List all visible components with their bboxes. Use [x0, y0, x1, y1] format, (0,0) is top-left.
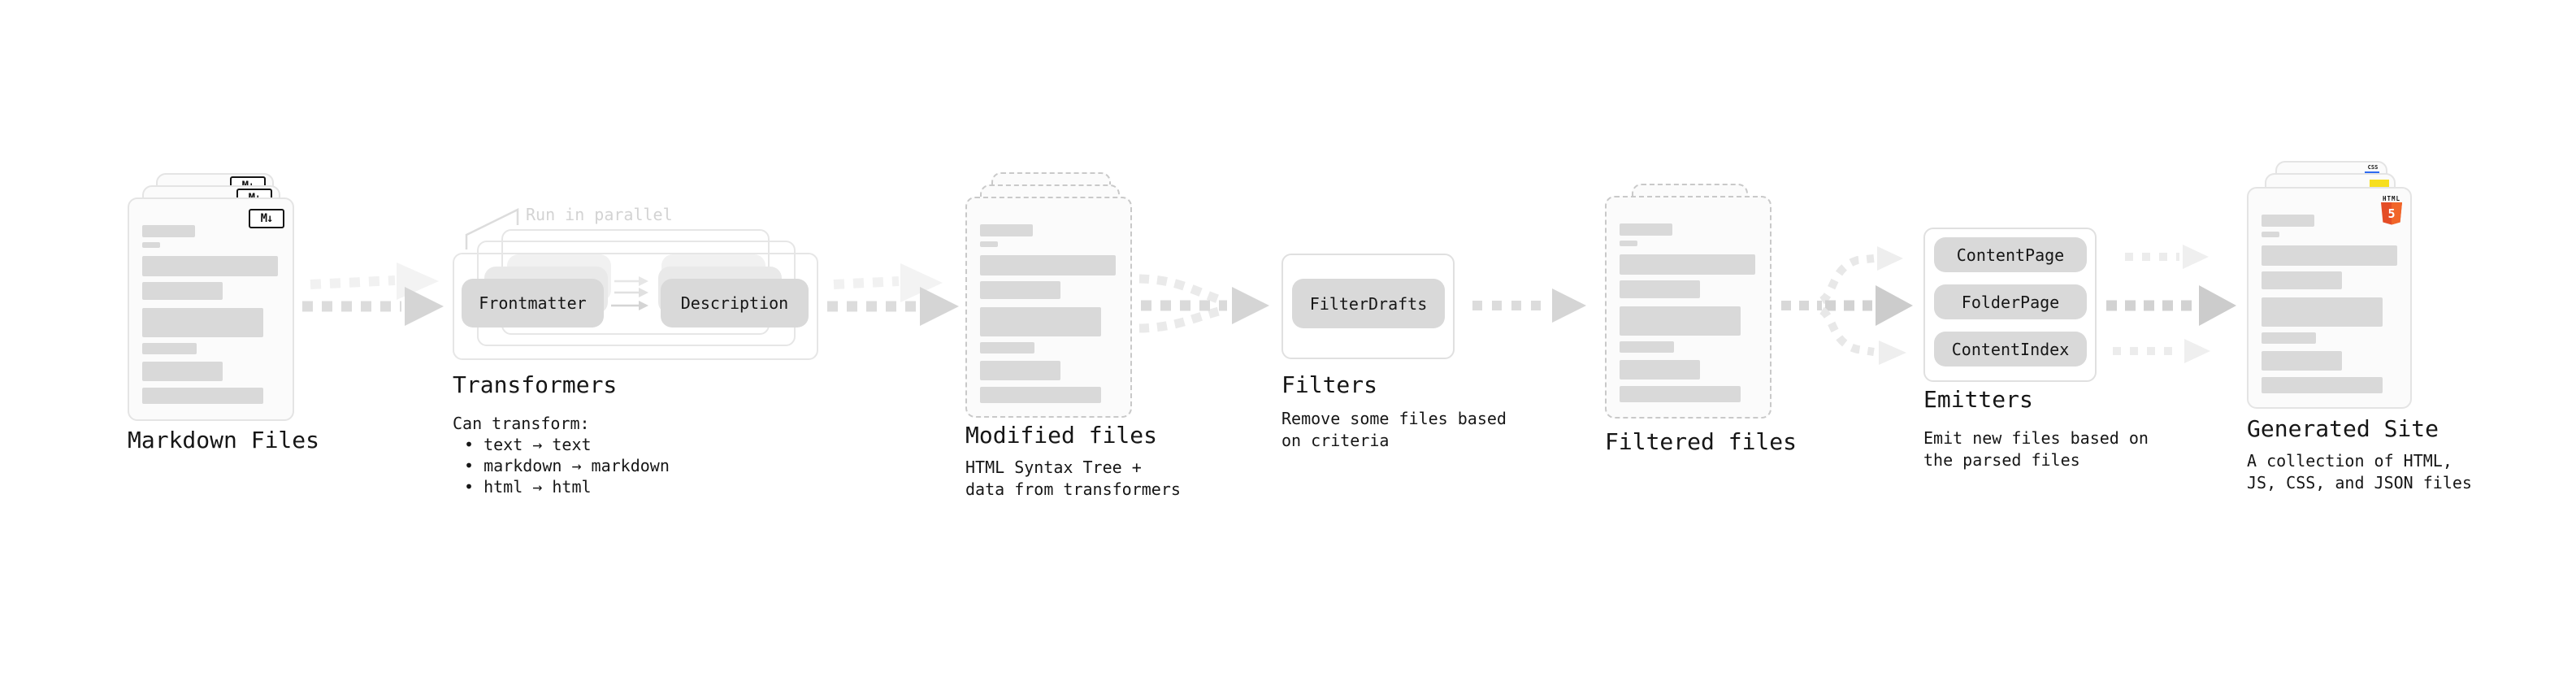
generated-site-label: Generated Site	[2247, 415, 2439, 442]
filterdrafts-pill: FilterDrafts	[1292, 279, 1445, 328]
filters-note: Remove some files based on criteria	[1281, 409, 1507, 450]
emitters-note: Emit new files based on the parsed files	[1923, 428, 2149, 470]
text-placeholder-bar	[980, 342, 1034, 354]
transformers-bullet: • html → html	[464, 477, 592, 497]
text-placeholder-bar	[1620, 306, 1741, 336]
transformers-note-title: Can transform:	[453, 414, 590, 433]
transformer-box-front	[453, 253, 818, 360]
text-placeholder-bar	[980, 307, 1101, 336]
text-placeholder-bar	[142, 256, 278, 276]
text-placeholder-bar	[1620, 386, 1741, 402]
text-placeholder-bar	[1620, 241, 1637, 246]
contentindex-pill: ContentIndex	[1934, 332, 2087, 367]
filtered-file-card	[1605, 196, 1772, 419]
markdown-logo-icon: M↓	[249, 209, 284, 228]
text-placeholder-bar	[980, 241, 998, 247]
text-placeholder-bar	[2262, 271, 2342, 289]
text-placeholder-bar	[2262, 377, 2383, 393]
text-placeholder-bar	[980, 224, 1033, 236]
modified-files-label: Modified files	[965, 422, 1158, 449]
text-placeholder-bar	[2262, 245, 2397, 266]
text-placeholder-bar	[1620, 360, 1700, 380]
contentpage-pill: ContentPage	[1934, 237, 2087, 272]
emitters-label: Emitters	[1923, 386, 2033, 413]
arrow-filtered-to-emitters-split	[1781, 246, 1913, 365]
svg-text:5: 5	[2387, 206, 2395, 221]
text-placeholder-bar	[142, 282, 223, 300]
text-placeholder-bar	[1620, 341, 1674, 353]
generated-site-note: A collection of HTML, JS, CSS, and JSON …	[2247, 451, 2472, 492]
text-placeholder-bar	[980, 361, 1060, 380]
text-placeholder-bar	[142, 225, 195, 237]
arrow-emitters-to-generated	[2106, 245, 2236, 363]
html5-logo-icon: HTML 5	[2381, 195, 2402, 228]
folderpage-pill: FolderPage	[1934, 284, 2087, 319]
text-placeholder-bar	[980, 387, 1101, 403]
markdown-file-card: M↓	[128, 197, 294, 421]
transformers-label: Transformers	[453, 371, 618, 398]
text-placeholder-bar	[980, 255, 1116, 275]
text-placeholder-bar	[2262, 232, 2279, 237]
modified-files-note: HTML Syntax Tree + data from transformer…	[965, 458, 1181, 499]
text-placeholder-bar	[1620, 254, 1755, 275]
text-placeholder-bar	[2262, 332, 2316, 344]
text-placeholder-bar	[142, 388, 263, 404]
text-placeholder-bar	[1620, 223, 1672, 236]
run-in-parallel-annotation: Run in parallel	[526, 205, 673, 224]
transformers-bullet: • text → text	[464, 435, 592, 454]
text-placeholder-bar	[142, 308, 263, 337]
arrow-modified-to-filters-merge	[1138, 274, 1269, 333]
generated-file-card: HTML 5	[2247, 187, 2412, 409]
text-placeholder-bar	[2262, 351, 2342, 371]
arrow-filters-to-filtered	[1472, 288, 1586, 323]
text-placeholder-bar	[142, 343, 197, 354]
css-badge-icon: CSS	[2365, 165, 2381, 174]
transformers-bullet: • markdown → markdown	[464, 456, 670, 475]
filtered-files-label: Filtered files	[1605, 428, 1798, 455]
text-placeholder-bar	[2262, 215, 2314, 227]
arrow-transformers-to-modified	[827, 263, 959, 326]
run-in-parallel-leader-line	[465, 207, 519, 249]
text-placeholder-bar	[980, 281, 1060, 299]
filters-label: Filters	[1281, 371, 1378, 398]
modified-file-card	[965, 197, 1132, 418]
arrow-markdown-to-transformers	[302, 262, 444, 326]
transformer-step-arrows	[611, 276, 648, 310]
text-placeholder-bar	[142, 362, 223, 381]
text-placeholder-bar	[142, 242, 160, 248]
text-placeholder-bar	[2262, 297, 2383, 327]
markdown-files-label: Markdown Files	[128, 427, 320, 453]
text-placeholder-bar	[1620, 280, 1700, 298]
description-pill: Description	[661, 279, 809, 327]
frontmatter-pill: Frontmatter	[462, 279, 604, 327]
